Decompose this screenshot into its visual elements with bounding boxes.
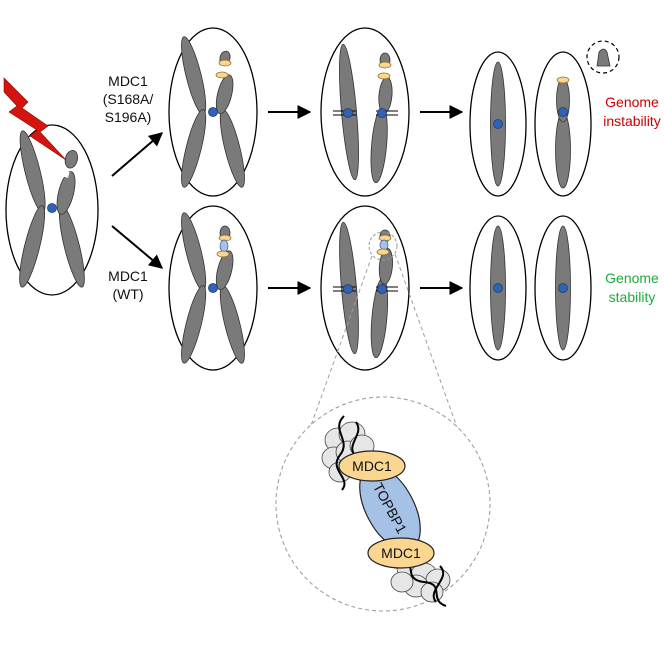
mutant-cell-stage1 [168, 27, 258, 197]
lightning-bolt-icon [3, 77, 67, 161]
initial-damaged-cell [5, 124, 99, 296]
cell-outline [320, 27, 410, 197]
zoom-source-outline [368, 231, 398, 261]
mdc1-mark [218, 59, 232, 67]
zoom-connector-left [281, 255, 373, 507]
stability-label-line1: Genome [605, 270, 659, 286]
centromere [493, 119, 503, 129]
topbp1-mark [219, 239, 229, 253]
centromere [343, 108, 353, 118]
fragment [596, 48, 611, 67]
sister-chromatid-right [370, 229, 393, 359]
centromere [558, 107, 568, 117]
stability-label-line2: stability [609, 289, 656, 305]
centromere [208, 283, 218, 293]
mdc1-mark [377, 72, 391, 80]
instability-label-line2: instability [603, 113, 661, 129]
mutant-label-line3: S196A) [105, 109, 152, 125]
broken-chromosome [19, 130, 85, 288]
mdc1-label-bottom: MDC1 [381, 545, 421, 561]
centromere [377, 108, 387, 118]
chromosome [181, 212, 245, 364]
mdc1-protein-top [338, 450, 406, 482]
mdc1-mark [376, 248, 390, 256]
mdc1-label-top: MDC1 [352, 458, 392, 474]
wt-cell-stage1 [168, 205, 258, 371]
wt-label-line2: (WT) [112, 286, 143, 302]
topbp1-mark [379, 239, 389, 251]
mdc1-mark [378, 61, 392, 69]
chromosome [181, 36, 245, 188]
wt-label-line1: MDC1 [108, 268, 148, 284]
instability-label-line1: Genome [605, 94, 659, 110]
dna-strand [335, 415, 346, 491]
wt-daughter-cell-right [534, 215, 592, 361]
mutant-label-line1: MDC1 [108, 73, 148, 89]
mutant-daughter-cell-right [534, 51, 592, 197]
centromere [377, 284, 387, 294]
mutant-daughter-cell-left [469, 51, 527, 197]
break-gap [52, 168, 70, 178]
dna-strand [432, 565, 445, 603]
centromere [47, 203, 57, 213]
zoom-connector-right [394, 253, 459, 431]
branch-arrow-mutant [111, 132, 164, 177]
wt-cell-stage2 [320, 205, 410, 371]
mutant-cell-stage2 [320, 27, 410, 197]
mutant-label-line2: (S168A/ [103, 91, 154, 107]
mdc1-mark [216, 250, 230, 258]
centromere [493, 283, 503, 293]
wt-daughter-cell-left [469, 215, 527, 361]
mdc1-mark [215, 71, 229, 79]
centromere [558, 283, 568, 293]
mdc1-protein-bottom [367, 537, 435, 569]
cell-outline [320, 205, 410, 371]
mdc1-mark [556, 76, 570, 84]
centromere [208, 107, 218, 117]
zoom-inset: MDC1 TOPBP1 MDC1 [275, 396, 491, 612]
chromatid [555, 111, 571, 189]
centromere [343, 284, 353, 294]
lost-fragment [586, 40, 620, 74]
branch-arrow-wt [111, 225, 164, 269]
